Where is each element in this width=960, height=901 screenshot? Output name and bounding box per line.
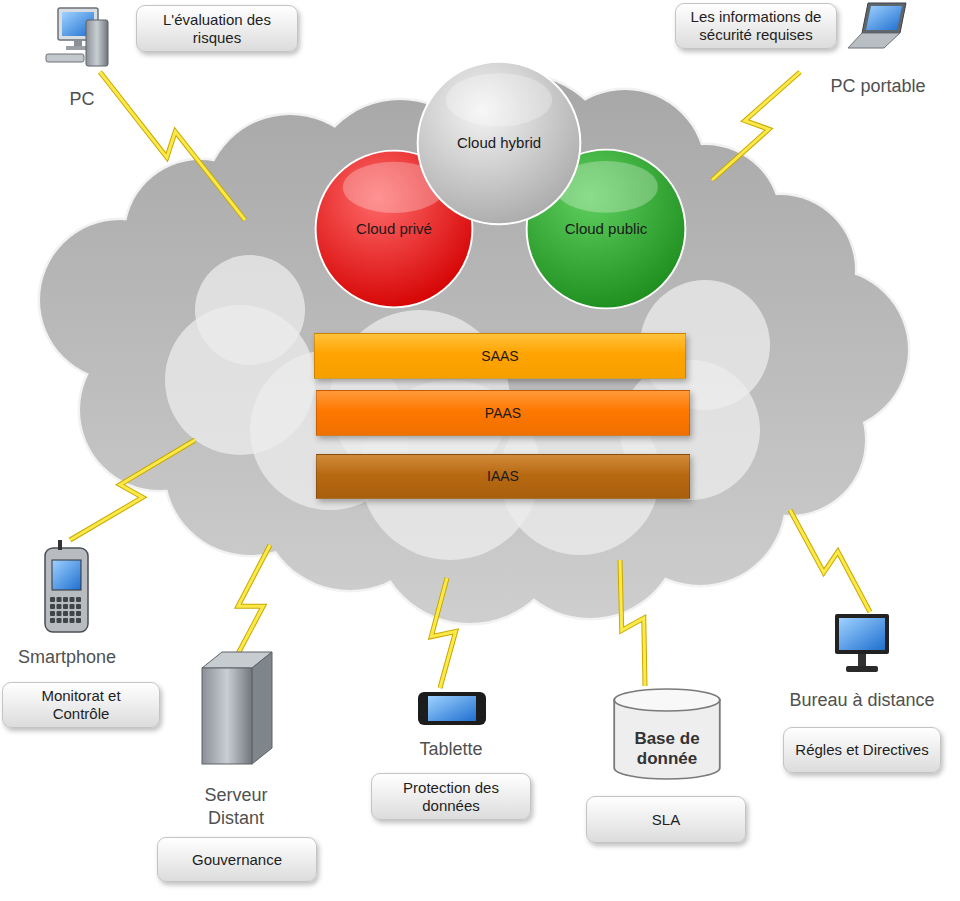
- callout-box: Monitorat et Contrôle: [2, 682, 160, 728]
- phone-key: [57, 604, 62, 609]
- phone-key: [50, 604, 55, 609]
- node-text: Cloud privé: [356, 220, 432, 238]
- tablet-icon: [418, 692, 486, 725]
- callout-box: Régles et Directives: [783, 727, 941, 773]
- node-text: Protection des données: [380, 779, 522, 815]
- layer-name: SAAS: [481, 348, 518, 365]
- lightning-bolt: [790, 510, 870, 612]
- cloud-type-circle: Cloud hybrid: [416, 60, 582, 226]
- lightning-bolt: [232, 545, 270, 665]
- phone-key: [63, 611, 68, 616]
- lightning-bolt-edge: [620, 560, 645, 686]
- node-text: SLA: [652, 811, 680, 829]
- phone-key: [63, 597, 68, 602]
- circle-gloss: [446, 73, 552, 126]
- device-label: PC: [42, 88, 122, 111]
- device-label: Serveur Distant: [186, 784, 286, 829]
- device-label: PC portable: [808, 75, 948, 98]
- node-text: Les informations de sécurité requises: [684, 8, 828, 44]
- circle-fill: [418, 62, 581, 225]
- monitor-icon: [835, 614, 889, 672]
- cylinder-top: [614, 689, 720, 711]
- service-layer-band: SAAS: [314, 333, 686, 379]
- node-text: Gouvernance: [192, 851, 282, 869]
- lightning-bolt: [70, 440, 195, 540]
- cloud-highlight: [195, 255, 305, 365]
- node-text: Régles et Directives: [795, 741, 928, 759]
- service-layer-band: IAAS: [316, 454, 690, 499]
- callout-box: Les informations de sécurité requises: [675, 3, 837, 49]
- lightning-bolt-edge: [70, 440, 195, 540]
- phone-key: [76, 618, 81, 623]
- database-cylinder: Base de donnée: [613, 688, 721, 780]
- callout-box: L'évaluation des risques: [136, 5, 298, 52]
- phone-key: [70, 611, 75, 616]
- lightning-bolt-edge: [790, 510, 870, 612]
- smartphone-icon: [45, 540, 88, 632]
- device-label: Bureau à distance: [777, 689, 947, 712]
- service-layer-band: PAAS: [316, 390, 690, 436]
- lightning-bolt: [712, 72, 800, 180]
- phone-key: [76, 604, 81, 609]
- phone-key: [57, 597, 62, 602]
- node-text: Base de donnée: [613, 729, 721, 770]
- layer-name: PAAS: [485, 405, 521, 422]
- phone-key: [70, 604, 75, 609]
- phone-key: [57, 611, 62, 616]
- callout-box: SLA: [586, 796, 746, 843]
- device-label: Smartphone: [5, 646, 129, 669]
- phone-key: [50, 618, 55, 623]
- lightning-bolt: [100, 72, 245, 220]
- lightning-bolt-edge: [712, 72, 800, 180]
- phone-key: [63, 604, 68, 609]
- node-text: Cloud public: [565, 220, 648, 238]
- phone-key: [50, 611, 55, 616]
- laptop-icon: [848, 3, 906, 48]
- callout-box: Protection des données: [371, 773, 531, 820]
- lightning-bolt-edge: [232, 545, 270, 665]
- desktop-pc-icon: [46, 8, 108, 66]
- layer-name: IAAS: [487, 468, 519, 485]
- server-tower-icon: [202, 652, 272, 764]
- device-label: Tablette: [401, 738, 501, 761]
- node-text: Monitorat et Contrôle: [11, 687, 151, 723]
- lightning-bolt-edge: [100, 72, 245, 220]
- phone-key: [70, 618, 75, 623]
- lightning-bolt: [620, 560, 645, 686]
- lightning-bolt: [431, 578, 455, 688]
- node-text: L'évaluation des risques: [145, 11, 289, 47]
- phone-key: [70, 597, 75, 602]
- phone-key: [57, 618, 62, 623]
- phone-key: [76, 611, 81, 616]
- node-text: Cloud hybrid: [457, 134, 541, 152]
- phone-key: [63, 618, 68, 623]
- phone-key: [76, 597, 81, 602]
- lightning-bolt-edge: [431, 578, 455, 688]
- phone-key: [50, 597, 55, 602]
- callout-box: Gouvernance: [157, 837, 317, 882]
